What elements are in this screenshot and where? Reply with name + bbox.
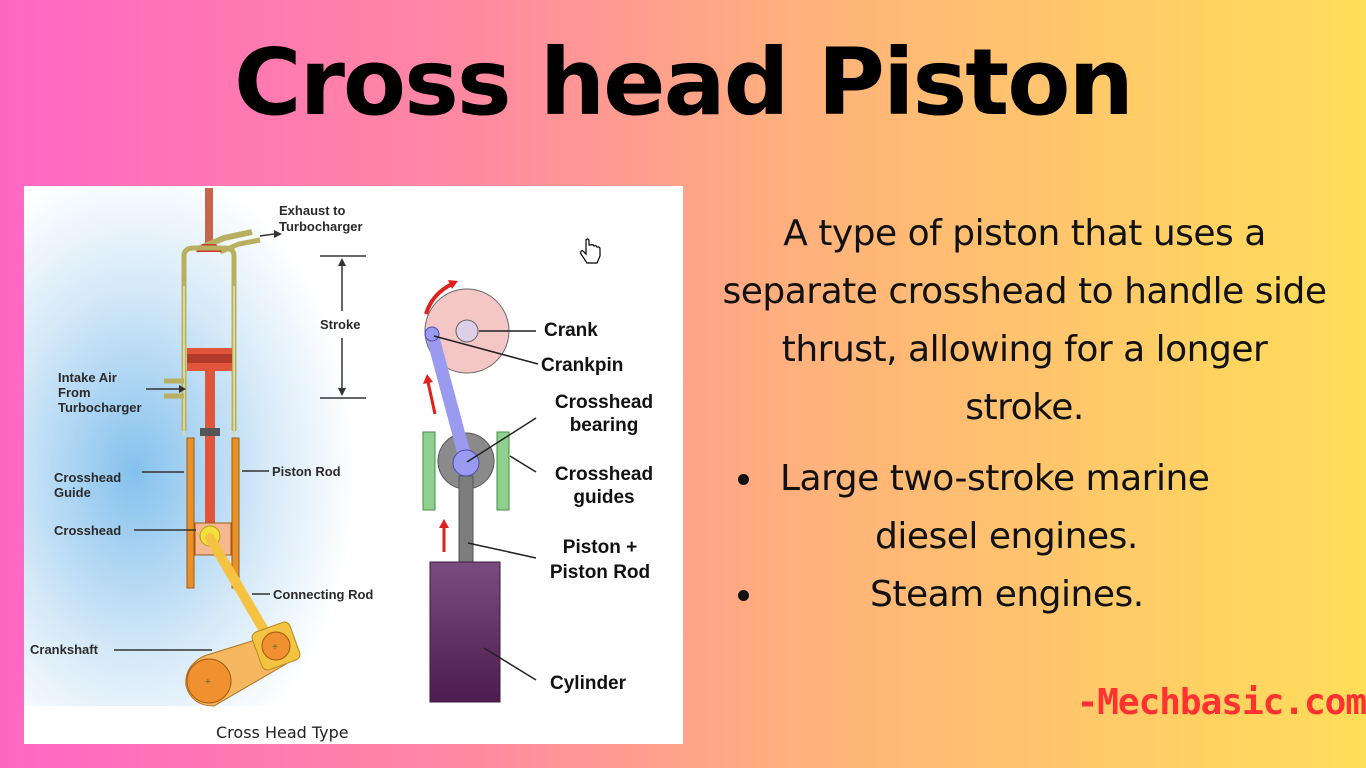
- left-diagram: + + Exhaust to Turbocharger Stroke Intak…: [24, 186, 394, 742]
- description-text: A type of piston that uses a separate cr…: [722, 213, 1327, 428]
- label-crosshead-guides: Crosshead: [555, 464, 653, 485]
- list-item: Large two-stroke marine diesel engines.: [730, 450, 1330, 566]
- label-piston-rod: Piston Rod: [272, 464, 341, 479]
- label-stroke: Stroke: [320, 317, 360, 332]
- label-cylinder: Cylinder: [550, 673, 627, 694]
- crosshead-diagram-figure: + + Exhaust to Turbocharger Stroke Intak…: [24, 186, 683, 744]
- label-crosshead-bearing: Crosshead: [555, 392, 653, 413]
- label-piston-rod-right: Piston +: [563, 537, 637, 558]
- svg-text:Piston Rod: Piston Rod: [550, 562, 650, 583]
- label-crank: Crank: [544, 320, 598, 341]
- svg-text:guides: guides: [573, 487, 634, 508]
- label-connecting-rod: Connecting Rod: [273, 587, 373, 602]
- applications-list: Large two-stroke marine diesel engines. …: [730, 450, 1330, 624]
- list-item: Steam engines.: [730, 566, 1330, 624]
- bullet-icon: [738, 474, 749, 485]
- right-diagram: Crank Crankpin Crosshead bearing Crosshe…: [422, 238, 653, 703]
- label-exhaust: Exhaust to: [279, 203, 346, 218]
- svg-text:bearing: bearing: [570, 415, 639, 436]
- svg-text:Guide: Guide: [54, 485, 91, 500]
- svg-text:+: +: [272, 642, 278, 653]
- label-crosshead: Crosshead: [54, 523, 121, 538]
- label-crosshead-guide: Crosshead: [54, 470, 121, 485]
- svg-text:Turbocharger: Turbocharger: [279, 219, 363, 234]
- page-title: Cross head Piston: [234, 29, 1134, 136]
- figure-caption: Cross Head Type: [216, 723, 349, 742]
- hand-cursor-icon: [580, 238, 601, 264]
- label-intake: Intake Air: [58, 370, 117, 385]
- svg-text:+: +: [205, 677, 211, 688]
- label-crankshaft: Crankshaft: [30, 642, 99, 657]
- bullet-icon: [738, 590, 749, 601]
- label-crankpin: Crankpin: [541, 355, 623, 376]
- svg-text:Turbocharger: Turbocharger: [58, 400, 142, 415]
- svg-text:From: From: [58, 385, 91, 400]
- watermark: -Mechbasic.com: [1076, 682, 1366, 723]
- diagram-svg: + + Exhaust to Turbocharger Stroke Intak…: [24, 186, 653, 742]
